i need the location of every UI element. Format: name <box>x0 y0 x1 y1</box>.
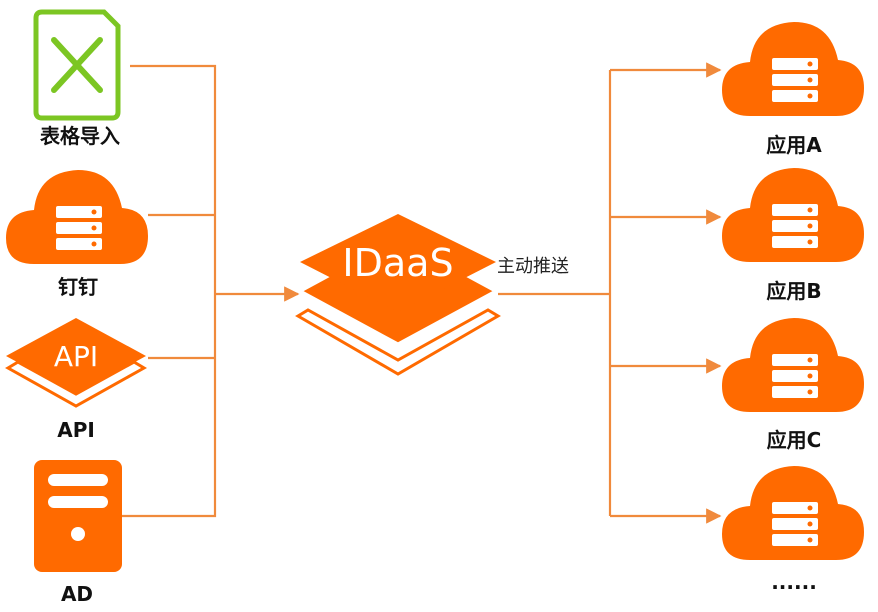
idaas-layers-icon: IDaaS <box>295 214 501 376</box>
cloud-server-icon <box>722 318 864 412</box>
connector-excel <box>130 64 217 294</box>
api-icon-text: API <box>54 340 98 373</box>
cloud-server-icon <box>6 170 148 264</box>
hub-text: IDaaS <box>342 241 453 285</box>
source-connectors <box>122 64 300 518</box>
label-ad: AD <box>60 582 94 606</box>
label-api: API <box>57 418 95 442</box>
label-app-c: 应用C <box>766 428 822 452</box>
label-app-b: 应用B <box>766 279 822 303</box>
edge-label-push: 主动推送 <box>497 256 569 277</box>
label-excel: 表格导入 <box>40 124 120 148</box>
cloud-server-icon <box>722 168 864 262</box>
label-app-more: ...... <box>771 570 817 594</box>
cloud-server-icon <box>722 22 864 116</box>
target-connectors <box>498 62 722 524</box>
api-layers-icon: API <box>5 318 147 408</box>
server-tower-icon <box>34 460 122 572</box>
target-icons <box>722 22 864 560</box>
label-app-a: 应用A <box>766 133 822 157</box>
excel-file-icon <box>33 9 121 121</box>
connector-ad <box>122 294 217 518</box>
label-dingtalk: 钉钉 <box>58 275 98 299</box>
cloud-server-icon <box>722 466 864 560</box>
